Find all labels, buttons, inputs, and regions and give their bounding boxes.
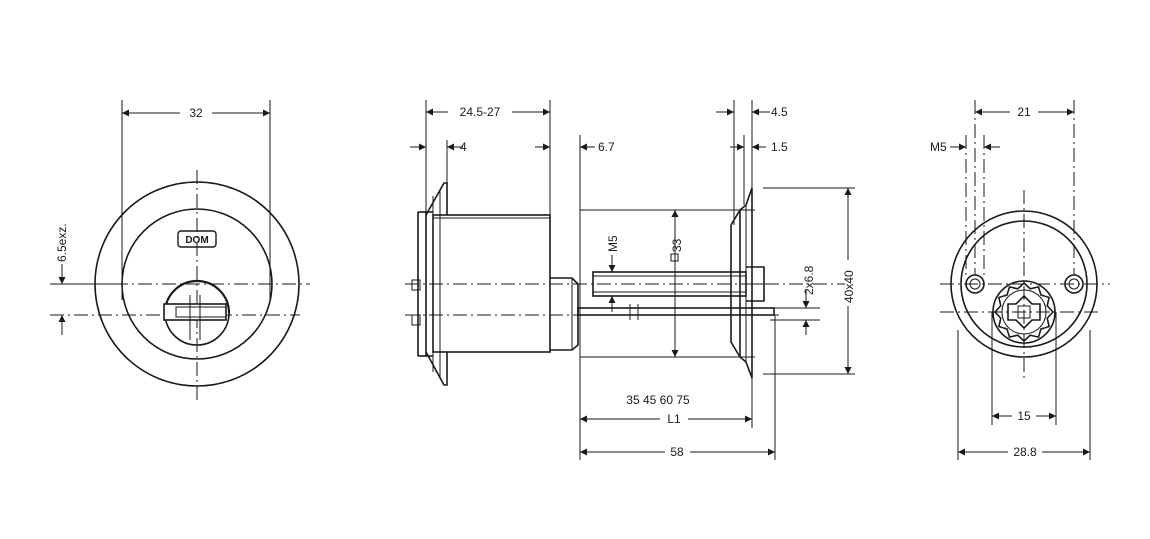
svg-text:DOM: DOM	[185, 235, 208, 246]
rear-view: 21 M5 15 28.8	[930, 100, 1110, 460]
dim-l1-label: L1	[667, 412, 681, 426]
side-cam-stub	[550, 277, 579, 351]
side-flange-bottom	[425, 351, 448, 386]
dim-outer: 28.8	[1013, 445, 1037, 459]
side-flange-top	[425, 182, 448, 216]
dim-l1-values: 35 45 60 75	[626, 393, 690, 407]
dim-gap: 6.7	[598, 140, 615, 154]
dim-rear-screw: M5	[930, 140, 947, 154]
dim-tail-spacing: 2x6.8	[802, 265, 816, 295]
dom-logo: DOM	[177, 230, 217, 248]
dim-body-length: 24.5-27	[460, 105, 501, 119]
front-view: DOM 32 6.5exz.	[50, 100, 310, 400]
keyway	[163, 279, 231, 346]
dim-hole-spacing: 21	[1017, 105, 1031, 119]
dim-plate-thickness: 4.5	[771, 105, 788, 119]
dim-front-width: 32	[189, 106, 203, 120]
dim-square: 33	[670, 238, 684, 252]
dim-inner: 15	[1017, 409, 1031, 423]
keyway-arc	[163, 279, 231, 314]
dim-plate-offset: 1.5	[771, 140, 788, 154]
side-tail-bar	[577, 307, 775, 316]
dim-plate-size: 40x40	[842, 270, 856, 303]
dim-flange: 4	[460, 140, 467, 154]
side-view: 24.5-27 4 6.7 4.5 1.5 M5 33 2x6.8 40x4	[405, 100, 856, 460]
dim-front-offset: 6.5exz.	[55, 223, 69, 262]
keyway-arc-lower	[164, 312, 230, 346]
dim-total: 58	[670, 445, 684, 459]
dim-screw: M5	[606, 235, 620, 252]
